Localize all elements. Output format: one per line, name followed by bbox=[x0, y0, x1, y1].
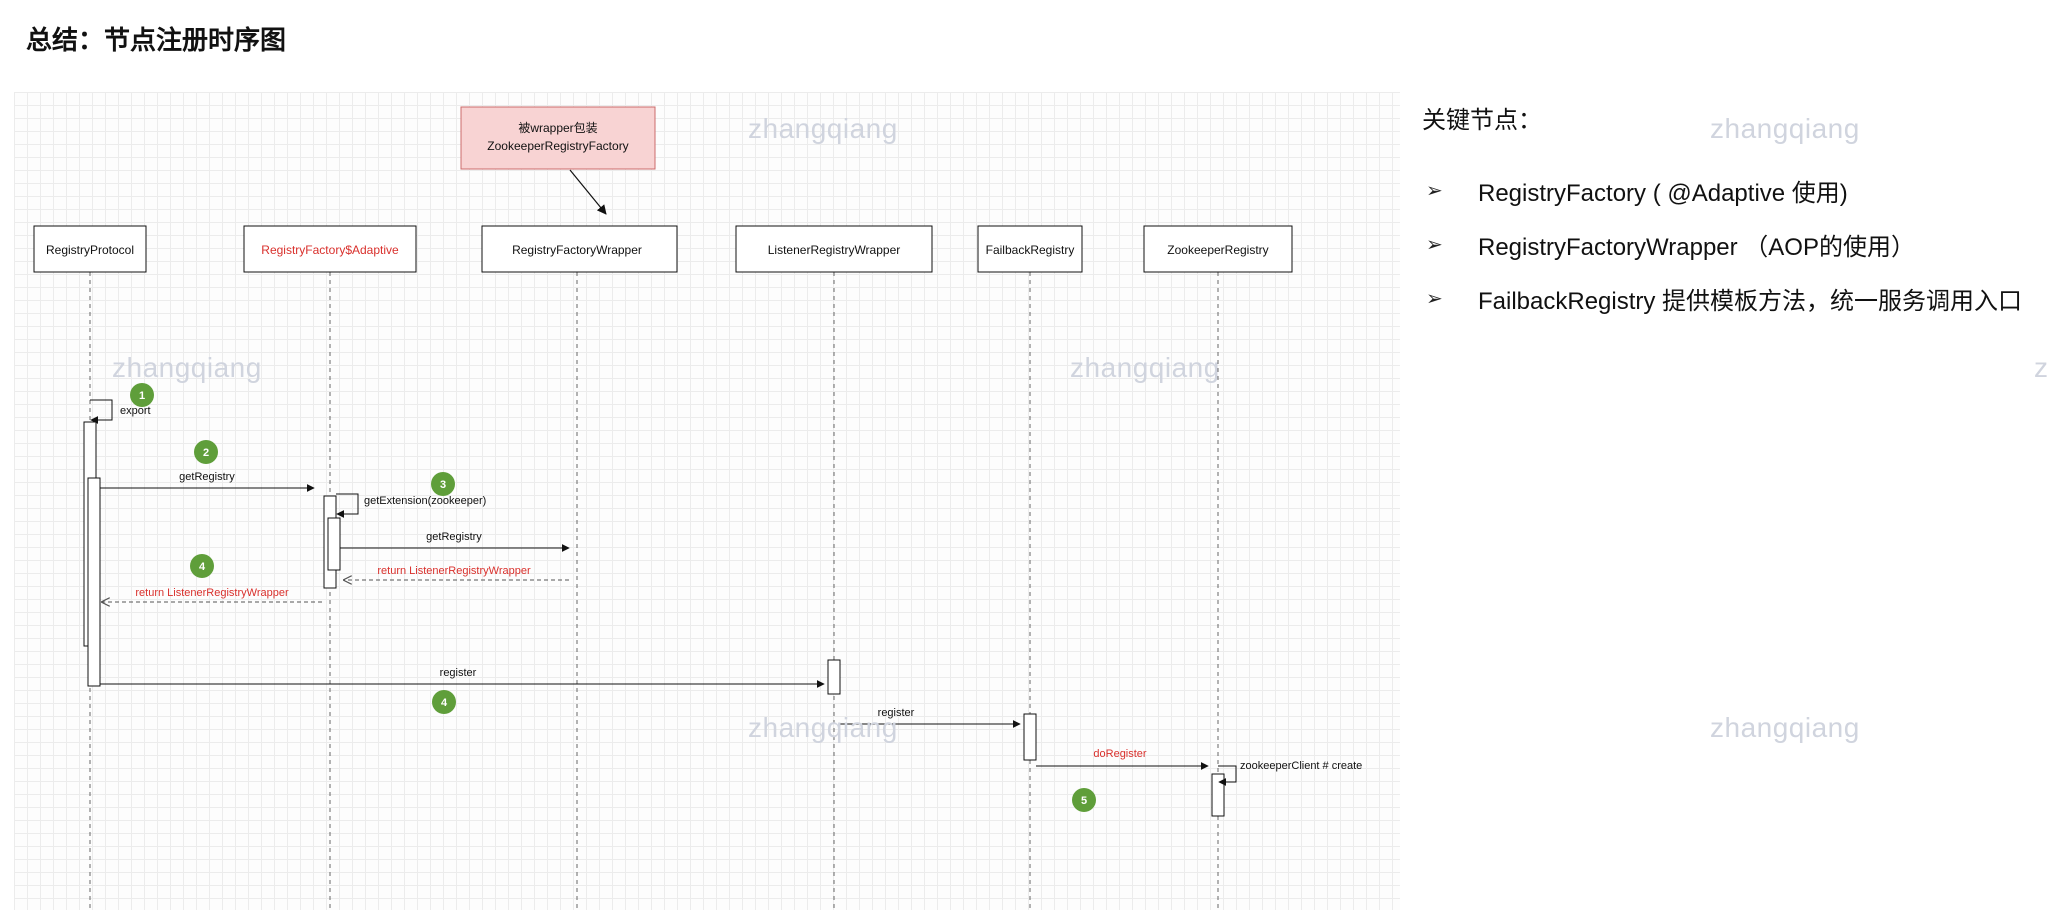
step-badge bbox=[194, 440, 218, 464]
self-message-arrow bbox=[1218, 765, 1237, 786]
activation-bar bbox=[327, 517, 341, 571]
participant-box bbox=[735, 225, 933, 273]
participant-label: ListenerRegistryWrapper bbox=[768, 243, 901, 257]
step-number: 1 bbox=[139, 390, 145, 402]
message-label: doRegister bbox=[1093, 748, 1147, 760]
step-badge bbox=[431, 472, 455, 496]
message-label: zookeeperClient # create bbox=[1240, 760, 1362, 772]
step-badge bbox=[432, 690, 456, 714]
key-node-item: ➢ RegistryFactoryWrapper （AOP的使用） bbox=[1422, 217, 2042, 271]
watermark: zhangqiang bbox=[1070, 352, 1220, 383]
message-label: return ListenerRegistryWrapper bbox=[377, 565, 531, 577]
message-label: getExtension(zookeeper) bbox=[364, 495, 486, 507]
self-message-arrow bbox=[336, 493, 359, 518]
message-label: export bbox=[120, 405, 151, 417]
step-number: 5 bbox=[1081, 795, 1087, 807]
watermark: zhangqiang bbox=[748, 712, 898, 743]
watermark: zhangqiang bbox=[112, 352, 262, 383]
participant-label: ZookeeperRegistry bbox=[1167, 243, 1268, 257]
participant-label: RegistryFactory$Adaptive bbox=[261, 243, 399, 257]
note-text: 被wrapper包装 bbox=[518, 121, 597, 135]
self-message-arrow bbox=[90, 399, 113, 424]
participant-box bbox=[33, 225, 147, 273]
participant-box bbox=[481, 225, 678, 273]
key-nodes-panel: 关键节点： ➢ RegistryFactory ( @Adaptive 使用) … bbox=[1422, 100, 2042, 325]
key-node-item: ➢ FailbackRegistry 提供模板方法，统一服务调用入口 bbox=[1422, 271, 2042, 325]
watermark-fragment: z bbox=[2034, 352, 2048, 383]
participant-box bbox=[977, 225, 1083, 273]
watermark: zhangqiang bbox=[1710, 712, 1860, 743]
participant-box bbox=[243, 225, 417, 273]
step-number: 3 bbox=[440, 479, 446, 491]
step-number: 2 bbox=[203, 447, 209, 459]
key-nodes-title: 关键节点： bbox=[1422, 107, 1542, 134]
sequence-diagram: 被wrapper包装 ZookeeperRegistryFactoryRegist… bbox=[33, 106, 1362, 910]
watermark: zhangqiang bbox=[1710, 113, 1860, 144]
participant-label: RegistryProtocol bbox=[46, 243, 134, 257]
step-badge bbox=[1072, 788, 1096, 812]
key-node-text: FailbackRegistry 提供模板方法，统一服务调用入口 bbox=[1478, 287, 2023, 315]
participant-box bbox=[1143, 225, 1293, 273]
watermark: zhangqiang bbox=[748, 113, 898, 144]
arrow-bullet-icon: ➢ bbox=[1426, 287, 1443, 310]
key-node-item: ➢ RegistryFactory ( @Adaptive 使用) bbox=[1422, 163, 2042, 217]
key-node-text: RegistryFactoryWrapper （AOP的使用） bbox=[1478, 233, 1915, 261]
participant-label: FailbackRegistry bbox=[986, 243, 1075, 257]
participant-label: RegistryFactoryWrapper bbox=[512, 243, 642, 257]
message-label: getRegistry bbox=[179, 471, 235, 483]
step-badge bbox=[130, 383, 154, 407]
message-label: return ListenerRegistryWrapper bbox=[135, 587, 289, 599]
arrow-bullet-icon: ➢ bbox=[1426, 179, 1443, 202]
message-label: register bbox=[878, 707, 915, 719]
activation-bar bbox=[827, 659, 841, 695]
message-label: getRegistry bbox=[426, 531, 482, 543]
step-number: 4 bbox=[441, 697, 448, 709]
arrow-bullet-icon: ➢ bbox=[1426, 233, 1443, 256]
activation-bar bbox=[87, 477, 101, 687]
key-node-text: RegistryFactory ( @Adaptive 使用) bbox=[1478, 179, 1848, 207]
note-text: ZookeeperRegistryFactory bbox=[487, 139, 628, 153]
wrapper-note bbox=[460, 106, 656, 170]
activation-bar bbox=[1023, 713, 1037, 761]
message-label: register bbox=[440, 667, 477, 679]
note-pointer bbox=[569, 169, 607, 215]
step-badge bbox=[190, 554, 214, 578]
step-number: 4 bbox=[199, 561, 206, 573]
page-title: 总结：节点注册时序图 bbox=[26, 25, 287, 55]
activation-bar bbox=[1211, 773, 1225, 817]
